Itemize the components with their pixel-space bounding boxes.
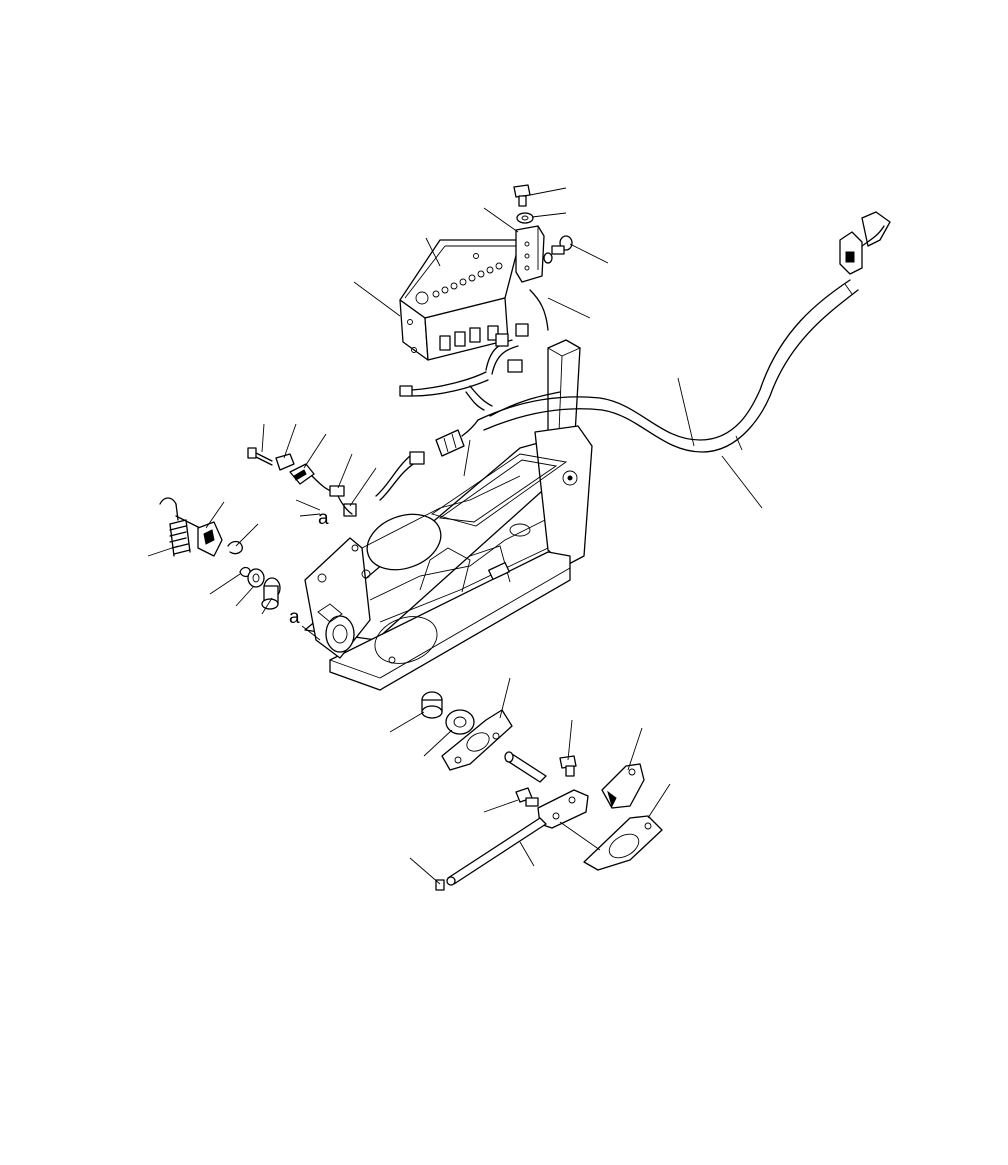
washer-left [247,568,265,588]
bushing-left [261,577,281,610]
arm-bolt [515,787,539,807]
detent-cam [197,521,223,557]
control-panel-box [399,239,521,361]
cover-plate [583,815,663,871]
top-washer [516,212,534,224]
flange-bushing [445,709,475,735]
callout-a-lower: a [289,607,300,628]
side-bolt [543,235,573,264]
shaft-bolt [559,755,577,777]
snap-pin [227,540,243,555]
top-bolt [513,184,531,207]
lever-shaft [504,751,547,783]
limit-switch [289,463,315,485]
main-housing-frame [304,425,593,691]
lever-arm [537,789,589,829]
small-pin [247,447,273,466]
switch-connector [311,475,357,517]
rod-end-pin [435,879,445,891]
bushing-lower [421,691,443,719]
lever-plate [441,709,513,771]
wire-harness [375,211,891,501]
mounting-bracket [515,225,545,283]
long-rod [446,817,547,886]
cam-plate [601,763,645,809]
leader-lines [147,187,763,885]
callout-a-upper: a [318,508,329,529]
